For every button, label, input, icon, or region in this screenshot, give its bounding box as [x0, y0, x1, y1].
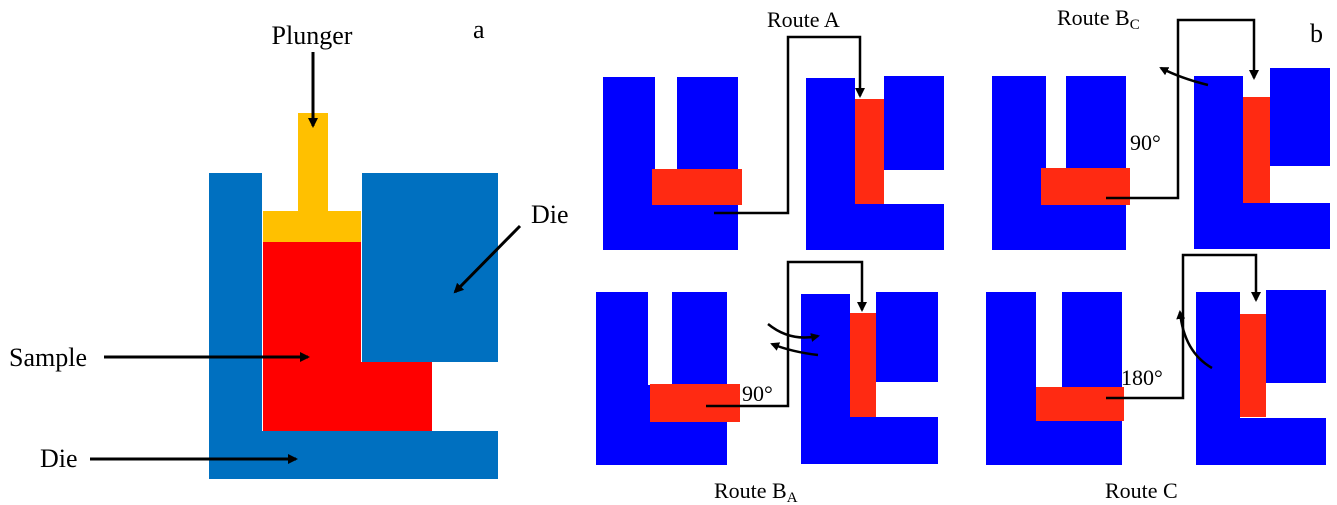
route-c-angle: 180°: [1121, 365, 1163, 390]
route-a-die-after-top: [884, 76, 944, 170]
route-a: Route A: [603, 7, 944, 250]
die-right-label: Die: [531, 200, 569, 229]
panel-a: Plunger Die Sample Die a: [9, 15, 569, 479]
route-bc-connector: [1106, 18, 1259, 200]
route-ba-rotation-arrow-1: [767, 323, 820, 342]
route-bc-label: Route BC: [1057, 5, 1140, 33]
route-c-sample-before: [1036, 387, 1124, 421]
route-ba-die-after: [801, 294, 938, 464]
route-bc-sample-before: [1041, 168, 1130, 205]
die-bottom-shape: [209, 173, 498, 479]
route-bc-rotation-arrow: [1159, 66, 1209, 87]
route-c-die-after: [1196, 292, 1326, 465]
plunger-label: Plunger: [272, 21, 353, 50]
panel-b: Route A Route BC 90° 90° Route BA: [596, 5, 1330, 505]
sample-label: Sample: [9, 343, 87, 372]
route-ba-die-before: [596, 292, 727, 465]
panel-b-letter: b: [1310, 19, 1323, 48]
die-right-shape: [362, 173, 498, 362]
plunger-shape: [263, 113, 361, 242]
route-bc-angle: 90°: [1130, 130, 1161, 155]
route-a-sample-after: [855, 99, 884, 204]
route-ba-sample-before: [650, 384, 740, 422]
sample-shape: [263, 242, 432, 431]
route-c-connector: [1106, 253, 1261, 400]
route-ba-label: Route BA: [714, 478, 798, 505]
die-bottom-label: Die: [40, 444, 78, 473]
route-c-die-after-top: [1266, 290, 1326, 383]
route-ba-sample-after: [850, 313, 876, 417]
route-ba-connector: [706, 260, 867, 408]
route-c-sample-after: [1240, 314, 1266, 417]
route-c: 180° Route C: [986, 253, 1326, 503]
route-bc-die-after-top: [1270, 68, 1330, 166]
route-c-rotation-arrow: [1176, 310, 1213, 370]
die-right-arrow: [453, 224, 522, 294]
route-ba-rotation-arrow-2: [770, 342, 819, 357]
route-bc-die-before: [992, 76, 1126, 250]
route-a-connector: [714, 35, 865, 215]
route-ba: 90° Route BA: [596, 260, 938, 505]
panel-a-letter: a: [473, 15, 485, 44]
route-bc-die-after: [1194, 76, 1330, 249]
route-ba-angle: 90°: [742, 381, 773, 406]
route-a-label: Route A: [767, 7, 840, 32]
route-c-label: Route C: [1105, 478, 1178, 503]
route-bc: Route BC 90°: [992, 5, 1330, 250]
route-c-die-before: [986, 292, 1122, 465]
route-a-sample-before: [652, 169, 742, 205]
route-a-die-before: [603, 77, 738, 250]
route-bc-sample-after: [1243, 97, 1270, 203]
route-ba-die-after-top: [876, 292, 938, 382]
route-a-die-after: [806, 78, 944, 250]
